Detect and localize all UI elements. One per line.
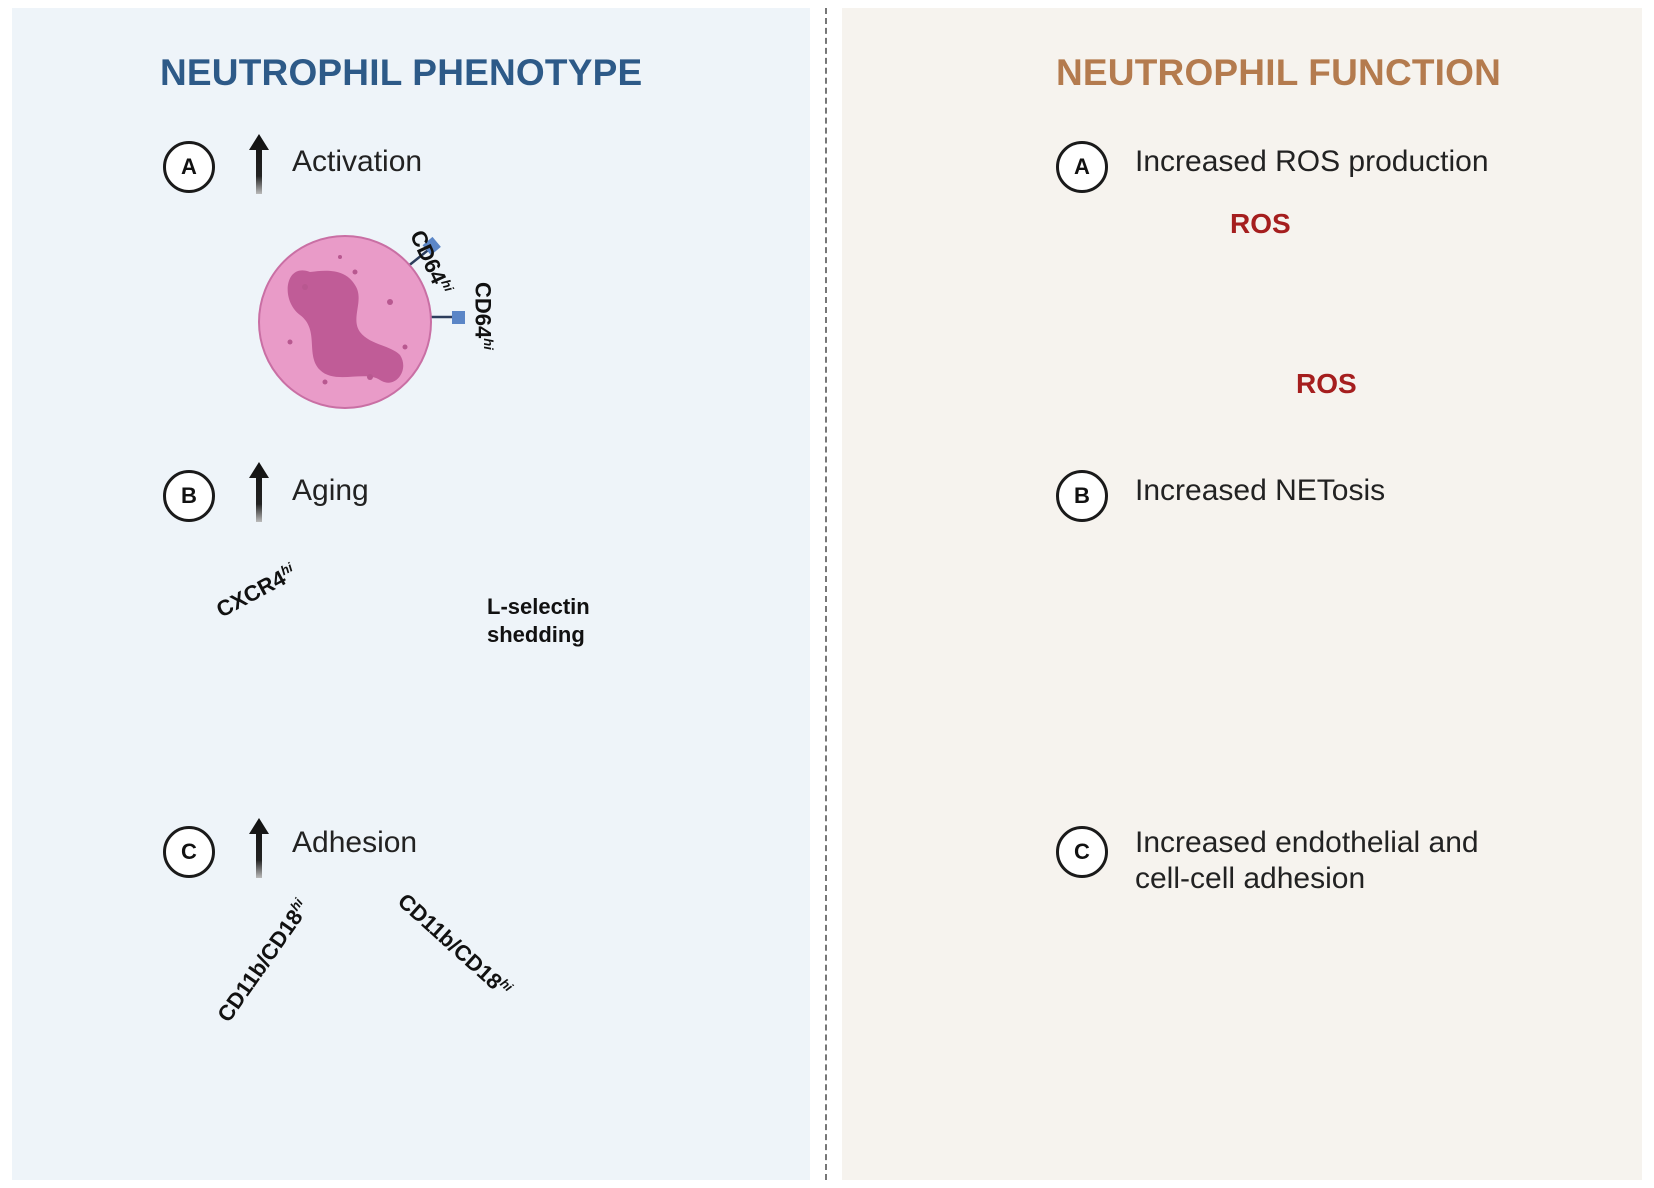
- up-arrow-icon: [249, 462, 269, 522]
- netosis-label: Increased NETosis: [1135, 474, 1386, 507]
- function-panel: [842, 8, 1642, 1180]
- lselectin-label-2: shedding: [487, 622, 585, 647]
- activated-neutrophil: [258, 235, 465, 409]
- up-arrow-icon: [249, 818, 269, 878]
- lselectin-label-1: L-selectin: [487, 594, 590, 619]
- activation-label: Activation: [292, 145, 423, 178]
- section-a-badge: A: [163, 141, 215, 193]
- ros-label-top: ROS: [1230, 208, 1291, 239]
- phenotype-panel: [12, 8, 810, 1180]
- up-arrow-icon: [249, 134, 269, 194]
- function-b-badge: B: [1056, 470, 1108, 522]
- adhesion-function-label-2: cell-cell adhesion: [1135, 862, 1366, 895]
- function-title: NEUTROPHIL FUNCTION: [1056, 52, 1502, 93]
- adhesion-label: Adhesion: [292, 826, 418, 859]
- function-c-badge: C: [1056, 826, 1108, 878]
- panel-divider: [825, 8, 827, 1180]
- phenotype-title: NEUTROPHIL PHENOTYPE: [160, 52, 643, 93]
- function-a-badge: A: [1056, 141, 1108, 193]
- cd64-label-2: CD64hi: [470, 282, 496, 350]
- section-c-badge: C: [163, 826, 215, 878]
- section-b-badge: B: [163, 470, 215, 522]
- aging-label: Aging: [292, 474, 369, 507]
- adhesion-function-label-1: Increased endothelial and: [1135, 826, 1479, 859]
- ros-label-bottom: ROS: [1296, 368, 1357, 399]
- ros-production-label: Increased ROS production: [1135, 145, 1489, 178]
